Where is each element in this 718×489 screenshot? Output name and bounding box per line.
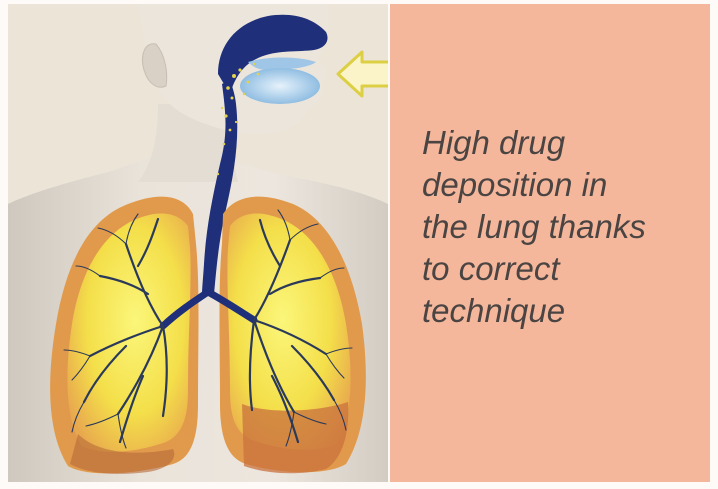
inhale-arrow-icon xyxy=(338,52,388,96)
caption-text: High drug deposition in the lung thanks … xyxy=(422,122,692,332)
oral-cavity xyxy=(240,68,320,104)
anatomy-svg xyxy=(8,4,388,482)
respiratory-illustration xyxy=(8,4,388,482)
caption-panel: High drug deposition in the lung thanks … xyxy=(390,4,710,482)
